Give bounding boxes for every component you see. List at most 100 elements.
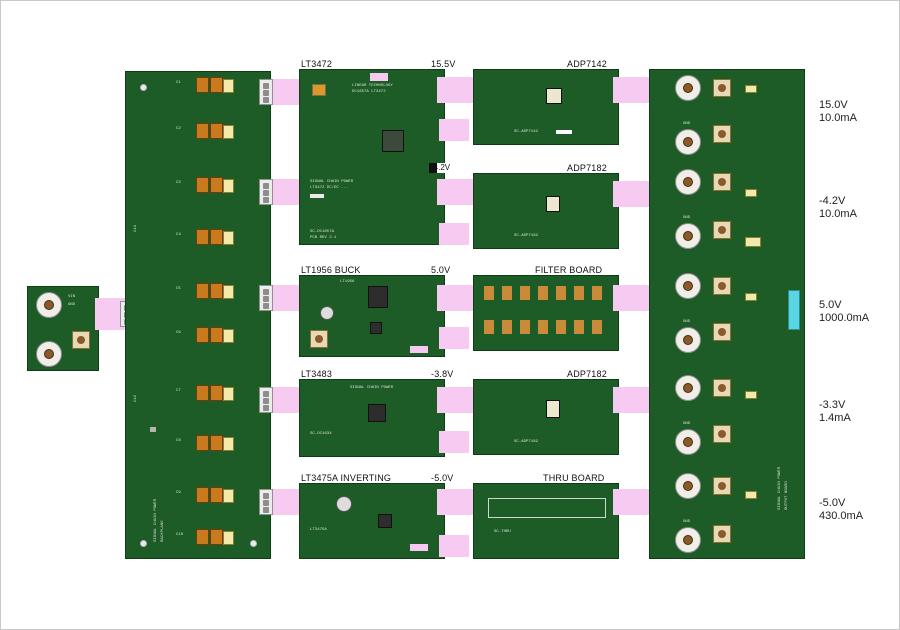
output-silk-subtitle: OUTPUT BOARD xyxy=(785,481,789,510)
regulator-1-silk: SC-ADP7142 xyxy=(514,130,539,134)
module-1-inductor xyxy=(312,84,326,96)
regulator-3-title: FILTER BOARD xyxy=(535,265,603,275)
readout-voltage: 5.0V xyxy=(819,299,842,311)
backplane-header-4 xyxy=(259,387,273,413)
regulator-1-out-connector xyxy=(613,77,653,103)
readout-current: 1.4mA xyxy=(819,412,851,424)
module-5-tag xyxy=(410,544,428,551)
module-4-title: LT3483 xyxy=(301,369,333,379)
regulator-4-board: SC-ADP7182 xyxy=(473,379,619,455)
module-5-vout: -5.0V xyxy=(431,473,454,483)
regulator-5-out-connector xyxy=(613,489,653,515)
output-readout-5: -5.0V 430.0mA xyxy=(819,497,863,523)
regulator-2-silk: SC-ADP7182 xyxy=(514,234,539,238)
input-filter-component xyxy=(72,331,90,349)
module-5-silk: LT3475A xyxy=(310,528,327,532)
input-sma-connector-top xyxy=(36,292,62,318)
module-1-silk-2: DC1657A LT3472 xyxy=(352,90,386,94)
output-resistor xyxy=(745,189,757,197)
module-5-board: LT3475A xyxy=(299,483,445,559)
input-silk-gnd: GND xyxy=(68,303,76,307)
regulator-4-title: ADP7182 xyxy=(567,369,607,379)
module-3-sma xyxy=(310,330,328,348)
status-indicator xyxy=(788,290,800,330)
mounting-hole xyxy=(140,540,147,547)
module-1-tag xyxy=(370,73,388,81)
output-readout-3: 5.0V 1000.0mA xyxy=(819,299,869,325)
module-4-out-connector xyxy=(437,387,479,413)
input-board: VIN GND xyxy=(27,286,99,371)
module-1-silk-6: PCB REV 2.1 xyxy=(310,236,337,240)
module-3-cap xyxy=(320,306,334,320)
module-1-silk-1: LINEAR TECHNOLOGY xyxy=(352,84,393,88)
module-4-vout: -3.8V xyxy=(431,369,454,379)
output-readout-1: 15.0V 10.0mA xyxy=(819,99,857,125)
module-1-out-connector xyxy=(437,77,479,103)
backplane-silk-title: SIGNAL CHAIN POWER xyxy=(154,498,158,542)
backplane-pad xyxy=(150,427,156,432)
module-3-aux-connector xyxy=(439,327,469,349)
mounting-hole xyxy=(250,540,257,547)
module-1-silk-4: LT3472 DC/DC ... xyxy=(310,186,349,190)
backplane-header-2 xyxy=(259,179,273,205)
mounting-hole xyxy=(140,84,147,91)
backplane-header-1 xyxy=(259,79,273,105)
output-silk-title: SIGNAL CHAIN POWER xyxy=(778,466,782,510)
module-3-tag xyxy=(410,346,428,353)
module-4-ic xyxy=(368,404,386,422)
module-3-out-connector xyxy=(437,285,479,311)
regulator-5-board: SC-THRU xyxy=(473,483,619,559)
output-resistor xyxy=(745,293,757,301)
regulator-4-silk: SC-ADP7182 xyxy=(514,440,539,444)
regulator-5-silk: SC-THRU xyxy=(494,530,511,534)
module-3-title: LT1956 BUCK xyxy=(301,265,361,275)
readout-current: 1000.0mA xyxy=(819,312,870,324)
filter-component-row-1 xyxy=(484,286,606,300)
module-5-cap xyxy=(336,496,352,512)
backplane-silk-subtitle: BACKPLANE xyxy=(161,520,165,542)
output-resistor xyxy=(745,491,757,499)
filter-component-row-2 xyxy=(484,320,606,334)
module-3-silk: LT1956 xyxy=(340,280,355,284)
output-readout-2: -4.2V 10.0mA xyxy=(819,195,857,221)
input-sma-connector-bottom xyxy=(36,341,62,367)
module-3-board: LT1956 xyxy=(299,275,445,357)
regulator-2-ic xyxy=(546,196,560,212)
regulator-5-title: THRU BOARD xyxy=(543,473,605,483)
module-4-board: SIGNAL CHAIN POWER SC-DC1634 xyxy=(299,379,445,457)
backplane-silk-label: C12 xyxy=(134,394,138,402)
regulator-4-out-connector xyxy=(613,387,653,413)
module-5-aux-connector xyxy=(439,535,469,557)
module-4-silk-2: SC-DC1634 xyxy=(310,432,332,436)
readout-voltage: -4.2V xyxy=(819,195,846,207)
regulator-2-title: ADP7182 xyxy=(567,163,607,173)
regulator-1-title: ADP7142 xyxy=(567,59,607,69)
readout-voltage: 15.0V xyxy=(819,99,848,111)
regulator-1-board: SC-ADP7142 xyxy=(473,69,619,145)
regulator-3-board xyxy=(473,275,619,351)
input-silk-vin: VIN xyxy=(68,295,76,299)
module-4-silk: SIGNAL CHAIN POWER xyxy=(350,386,394,390)
backplane-header-3 xyxy=(259,285,273,311)
module-1-title: LT3472 xyxy=(301,59,333,69)
regulator-3-out-connector xyxy=(613,285,653,311)
module-5-out-connector xyxy=(437,489,479,515)
module-2-aux-connector xyxy=(439,223,469,245)
regulator-2-out-connector xyxy=(613,181,653,207)
thru-trace xyxy=(488,498,606,518)
regulator-2-board: SC-ADP7182 xyxy=(473,173,619,249)
readout-current: 10.0mA xyxy=(819,112,857,124)
readout-current: 430.0mA xyxy=(819,510,864,522)
module-1-silk-5: SC-DC1657A xyxy=(310,230,335,234)
module-2-vout-marker xyxy=(429,163,437,173)
module-2-vout-tag: -4.2V xyxy=(429,163,453,173)
readout-current: 10.0mA xyxy=(819,208,857,220)
output-resistor xyxy=(745,85,757,93)
module-3-vout: 5.0V xyxy=(431,265,451,275)
readout-voltage: -3.3V xyxy=(819,399,846,411)
backplane-silk-label: C11 xyxy=(134,224,138,232)
regulator-1-pad xyxy=(556,130,572,134)
module-3-ic xyxy=(368,286,388,308)
output-readout-4: -3.3V 1.4mA xyxy=(819,399,851,425)
